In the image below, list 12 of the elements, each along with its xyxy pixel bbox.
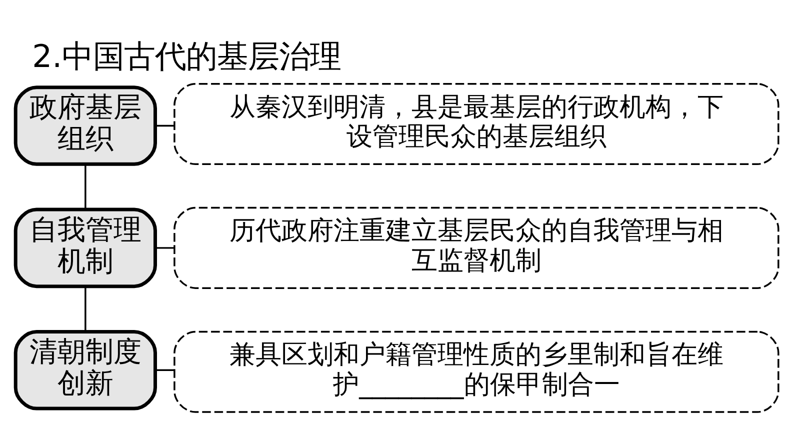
node-box: 从秦汉到明清，县是最基层的行政机构，下设管理民众的基层组织 — [174, 82, 780, 166]
diagram-title: 2.中国古代的基层治理 — [32, 39, 342, 76]
connector — [84, 286, 86, 332]
node-box: 政府基层组织 — [14, 86, 157, 166]
connector — [84, 164, 86, 210]
connector — [155, 247, 174, 249]
node-box: 历代政府注重建立基层民众的自我管理与相互监督机制 — [174, 206, 780, 289]
node-box: 兼具区划和户籍管理性质的乡里制和旨在维护________的保甲制合一 — [174, 330, 780, 413]
node-box: 自我管理机制 — [14, 208, 157, 288]
node-box: 清朝制度创新 — [14, 330, 157, 410]
connector — [155, 369, 174, 371]
connector — [155, 124, 174, 127]
